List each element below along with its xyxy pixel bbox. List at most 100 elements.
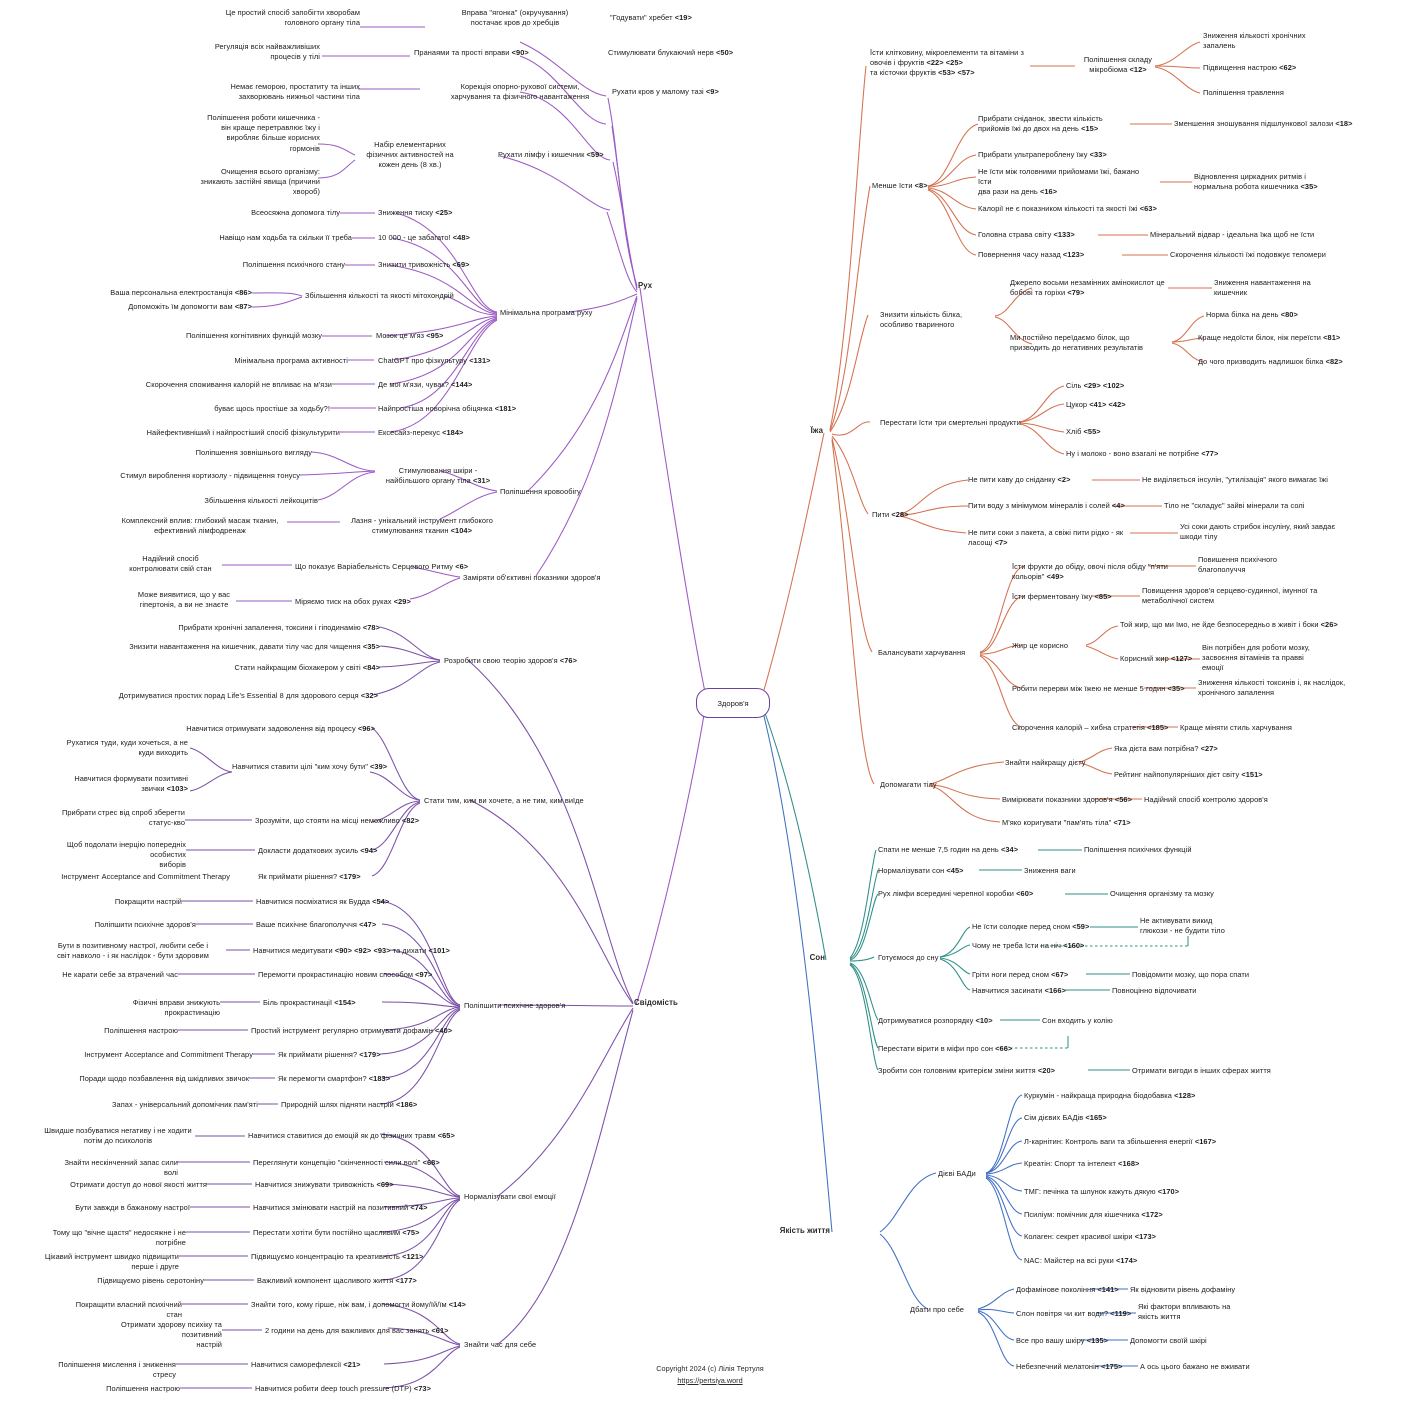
node-menshe-l3-6[interactable]: Скорочення кількості їжі подовжує теломе… — [1170, 250, 1326, 259]
node-krov-l2-1[interactable]: Стимулювання шкіри -найбільшого органу т… — [385, 466, 491, 486]
node-pyty-l2-1[interactable]: Не пити каву до сніданку <2> — [968, 475, 1071, 484]
node-bad-title[interactable]: Дієві БАДи — [938, 1169, 976, 1178]
node-bad-3[interactable]: Л-карнітин: Контроль ваги та збільшення … — [1024, 1137, 1217, 1146]
node-son-l3-2[interactable]: Зниження ваги — [1024, 866, 1076, 875]
node-son-gotu-4r[interactable]: Повноцінно відпочивати — [1112, 986, 1197, 995]
node-izha-l3-1b[interactable]: Підвищення настрою <62> — [1203, 63, 1297, 72]
node-dopo-l3-1b[interactable]: Рейтинг найпопулярніших дієт світу <151> — [1114, 770, 1263, 779]
node-menshe-title[interactable]: Менше їсти <8> — [872, 181, 928, 190]
copyright-link[interactable]: https://pertsiya.word — [677, 1376, 743, 1385]
node-krov-l3-2[interactable]: Стимул вироблення кортизолу - підвищення… — [120, 471, 300, 480]
node-dbaty-3r[interactable]: Допомогти своїй шкірі — [1130, 1336, 1207, 1345]
node-min-l3-2[interactable]: Навіщо нам ходьба та скільки її треба — [219, 233, 352, 242]
node-son-l2-5[interactable]: Дотримуватися розпорядку <10> — [878, 1016, 993, 1025]
node-chas-l2-2[interactable]: 2 години на день для важливих для вас за… — [265, 1326, 449, 1335]
node-ruh-g1-l3-4[interactable]: Поліпшення роботи кишечника -він краще п… — [207, 113, 320, 153]
node-son-l3-1[interactable]: Поліпшення психічних функцій — [1084, 845, 1192, 854]
node-bad-5[interactable]: ТМГ: печінка та шлунок кажуть дякую <170… — [1024, 1187, 1180, 1196]
node-bilok-l3-2c[interactable]: До чого призводить надлишок білка <82> — [1198, 357, 1343, 366]
node-psyh-l2-1[interactable]: Навчитися посміхатися як Будда <54> — [256, 897, 390, 906]
node-balans-l2-1[interactable]: Їсти фрукти до обіду, овочі після обіду … — [1012, 562, 1168, 582]
node-menshe-l3-5[interactable]: Мінеральний відвар - ідеальна їжа щоб не… — [1150, 230, 1315, 239]
node-min-l2-4[interactable]: Збільшення кількості та якості мітохондр… — [305, 291, 454, 300]
node-bilok-title[interactable]: Знизити кількість білка,особливо тваринн… — [880, 310, 963, 330]
node-ruh-g1-l1-4[interactable]: Рухати лімфу і кишечник <59> — [498, 150, 604, 159]
node-son-l2-7[interactable]: Зробити сон головним критерієм зміни жит… — [878, 1066, 1056, 1075]
node-min-l2-5[interactable]: Мозок це м'яз <95> — [376, 331, 444, 340]
node-balans-l4-3b[interactable]: Він потрібен для роботи мозку,засвоєння … — [1202, 643, 1310, 673]
node-chas-l2-1[interactable]: Знайти того, кому гірше, ніж вам, і допо… — [251, 1300, 466, 1309]
node-dbaty-2[interactable]: Слон повітря чи кит води? <119> — [1016, 1309, 1132, 1318]
node-bad-6[interactable]: Псиліум: помічник для кішечника <172> — [1024, 1210, 1163, 1219]
node-psyh-l2-9[interactable]: Природній шлях підняти настрій <186> — [281, 1100, 418, 1109]
node-pyty-l2-2[interactable]: Пити воду з мінімумом мінералів і солей … — [968, 501, 1125, 510]
node-bilok-l2-1[interactable]: Джерело восьми незамінних амінокислот це… — [1010, 278, 1165, 298]
node-min-l3-5[interactable]: Поліпшення когнітивних функцій мозку — [186, 331, 322, 340]
node-bad-4[interactable]: Креатін: Спорт та інтелект <168> — [1024, 1159, 1140, 1168]
node-menshe-l2-4[interactable]: Калорії не є показником кількості та яко… — [978, 204, 1157, 213]
node-son-l2-3[interactable]: Рух лімфи всередині черепної коробки <60… — [878, 889, 1034, 898]
node-son-l2-2[interactable]: Нормалізувати сон <45> — [878, 866, 964, 875]
node-teoriya-l2-3[interactable]: Стати найкращим біохакером у світі <84> — [234, 663, 380, 672]
node-son-l3-7[interactable]: Отримати вигоди в інших сферах життя — [1132, 1066, 1271, 1075]
node-psyh-l2-4[interactable]: Перемогти прокрастинацію новим способом … — [258, 970, 433, 979]
node-smert-l2-1[interactable]: Сіль <29> <102> — [1066, 381, 1125, 390]
node-staty-l2-4[interactable]: Докласти додаткових зусиль <94> — [258, 846, 378, 855]
node-min-l3-7[interactable]: Скорочення споживання калорій не впливає… — [145, 380, 332, 389]
node-emo-l3-6[interactable]: Цікавий інструмент швидко підвищити перш… — [44, 1252, 179, 1272]
node-son-gotu-2[interactable]: Чому не треба їсти на ніч <160> — [972, 941, 1085, 950]
node-min-l2-1[interactable]: Зниження тиску <25> — [378, 208, 453, 217]
node-teoriya-l2-4[interactable]: Дотримуватися простих порад Life's Essen… — [118, 691, 378, 700]
node-chas-l2-4[interactable]: Навчитися робити deep touch pressure (DT… — [255, 1384, 431, 1393]
node-emo-l2-5[interactable]: Перестати хотіти бути постійно щасливим … — [253, 1228, 420, 1237]
node-emo-l3-4[interactable]: Бути завжди в бажаному настрої — [75, 1203, 190, 1212]
node-psyh-l2-2[interactable]: Ваше психічне благополуччя <47> — [256, 920, 377, 929]
node-bad-7[interactable]: Колаген: секрет красивої шкіри <173> — [1024, 1232, 1157, 1241]
node-dopo-l2-2[interactable]: Вимірювати показники здоров'я <56> — [1002, 795, 1132, 804]
node-psyh-l3-3[interactable]: Бути в позитивному настрої, любити себе … — [57, 941, 209, 961]
node-emo-l3-5[interactable]: Тому що "вічне щастя" недосяжне і не пот… — [52, 1228, 186, 1248]
node-menshe-l2-3[interactable]: Не їсти між головними прийомами їжі, баж… — [978, 167, 1140, 197]
node-vymir-l2-2[interactable]: Міряємо тиск на обох руках <29> — [295, 597, 411, 606]
node-son-l3-3[interactable]: Очищення організму та мозку — [1110, 889, 1214, 898]
node-dopo-l3-1a[interactable]: Яка дієта вам потрібна? <27> — [1114, 744, 1218, 753]
node-staty-l2-5[interactable]: Як приймати рішення? <179> — [258, 872, 361, 881]
node-psyh-l2-8[interactable]: Як перемогти смартфон? <183> — [278, 1074, 391, 1083]
node-min-title[interactable]: Мінімальна програма руху — [500, 308, 593, 317]
node-dbaty-4[interactable]: Небезпечний мелатонін <175> — [1016, 1362, 1123, 1371]
node-staty-l2-3[interactable]: Зрозуміти, що стояти на місці неможливо … — [255, 816, 420, 825]
node-psyh-l3-7[interactable]: Інструмент Acceptance and Commitment The… — [84, 1050, 253, 1059]
node-smert-title[interactable]: Перестати їсти три смертельні продукти — [880, 418, 1021, 427]
node-emo-l3-3[interactable]: Отримати доступ до нової якості життя — [70, 1180, 207, 1189]
node-min-l3-6[interactable]: Мінімальна програма активності — [234, 356, 348, 365]
node-chas-l3-4[interactable]: Поліпшення настрою — [106, 1384, 180, 1393]
node-emo-l3-7[interactable]: Підвищуємо рівень серотоніну — [97, 1276, 204, 1285]
node-psyh-l3-5[interactable]: Фізичні вправи знижують прокрастинацію — [132, 998, 220, 1018]
node-min-l3-4a[interactable]: Ваша персональна електростанція <86> — [110, 288, 252, 297]
node-min-l2-9[interactable]: Ексесайз-перекус <184> — [378, 428, 464, 437]
node-izha-l1-1[interactable]: Їсти клітковину, мікроелементи та вітамі… — [870, 48, 1024, 78]
branch-label-izha[interactable]: Їжа — [810, 426, 823, 435]
node-balans-l3-4[interactable]: Зниження кількості токсинів і, як наслід… — [1198, 678, 1346, 698]
node-bad-1[interactable]: Куркумін - найкраща природна біодобавка … — [1024, 1091, 1196, 1100]
node-son-gotu-3r[interactable]: Повідомити мозку, що пора спати — [1132, 970, 1250, 979]
node-pyty-l2-3[interactable]: Не пити соки з пакета, а свіжі пити рідк… — [968, 528, 1124, 548]
branch-label-yakist[interactable]: Якість життя — [779, 1226, 830, 1235]
node-staty-l3-5[interactable]: Інструмент Acceptance and Commitment The… — [61, 872, 230, 881]
node-emo-title[interactable]: Нормалізувати свої емоції — [464, 1192, 556, 1201]
node-min-l2-2[interactable]: 10 000 - це забагато! <48> — [378, 233, 470, 242]
node-min-l3-8[interactable]: буває щось простіше за ходьбу?! — [214, 404, 330, 413]
branch-label-son[interactable]: Сон — [809, 953, 825, 962]
node-dbaty-1r[interactable]: Як відновити рівень дофаміну — [1130, 1285, 1236, 1294]
node-dbaty-1[interactable]: Дофамінове покоління <141> — [1016, 1285, 1119, 1294]
node-min-l3-3[interactable]: Поліпшення психічного стану — [242, 260, 345, 269]
node-vymir-l2-1[interactable]: Що показує Варіабельність Серцевого Ритм… — [295, 562, 469, 571]
node-balans-title[interactable]: Балансувати харчування — [878, 648, 966, 657]
